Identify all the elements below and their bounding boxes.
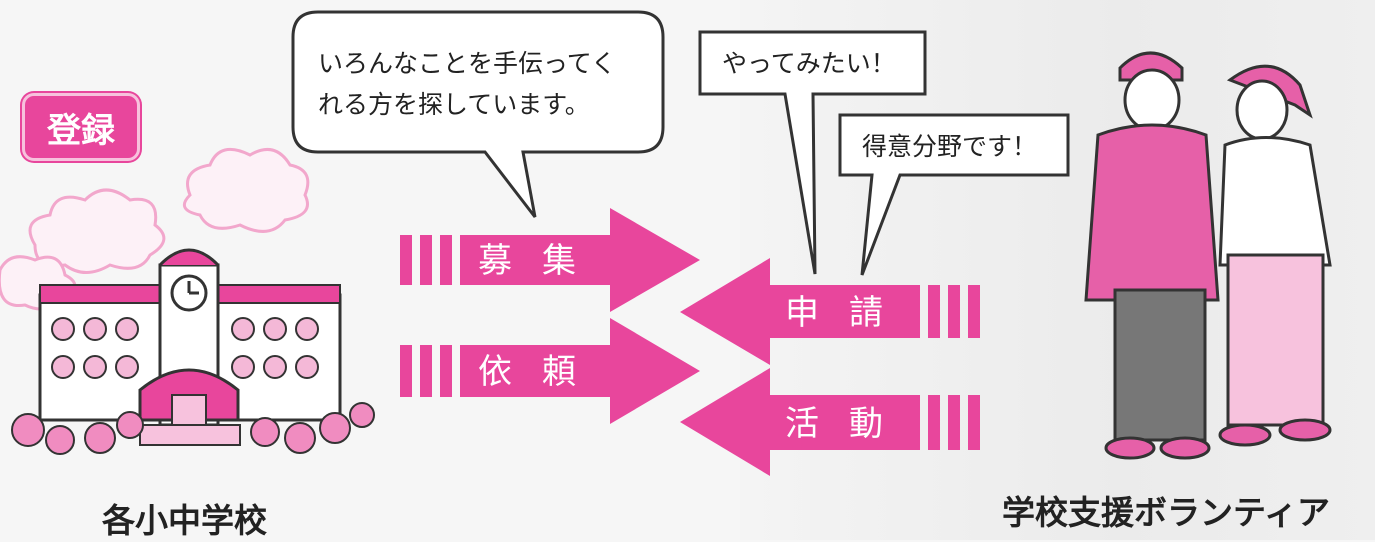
volunteer-caption: 学校支援ボランティア [1002, 493, 1331, 532]
arrow-apply-label: 申請 [785, 293, 913, 333]
volunteer-specialty-text: 得意分野です！ [862, 132, 1037, 161]
volunteers-illustration [1084, 51, 1332, 460]
school-bubble-line-1: いろんなことを手伝ってく [318, 49, 616, 78]
school-caption: 各小中学校 [102, 501, 267, 540]
arrow-recruit: 募集 [400, 208, 700, 312]
school-bubble-line-2: れる方を探しています。 [318, 90, 590, 119]
arrow-request: 依頼 [400, 318, 700, 424]
register-badge: 登録 [22, 93, 140, 161]
cloud-decoration [0, 147, 310, 311]
volunteer-want-text: やってみたい！ [722, 49, 896, 78]
arrow-request-label: 依頼 [478, 352, 606, 392]
volunteer-want-bubble: やってみたい！ [698, 30, 927, 275]
arrow-activity: 活動 [680, 368, 980, 476]
arrow-recruit-label: 募集 [478, 241, 606, 281]
arrow-activity-label: 活動 [785, 404, 913, 444]
school-building-illustration [11, 248, 375, 455]
volunteer-specialty-bubble: 得意分野です！ [838, 113, 1070, 276]
school-speech-bubble: いろんなことを手伝ってく れる方を探しています。 [291, 10, 665, 218]
register-badge-label: 登録 [47, 110, 115, 151]
arrow-apply: 申請 [680, 258, 980, 365]
